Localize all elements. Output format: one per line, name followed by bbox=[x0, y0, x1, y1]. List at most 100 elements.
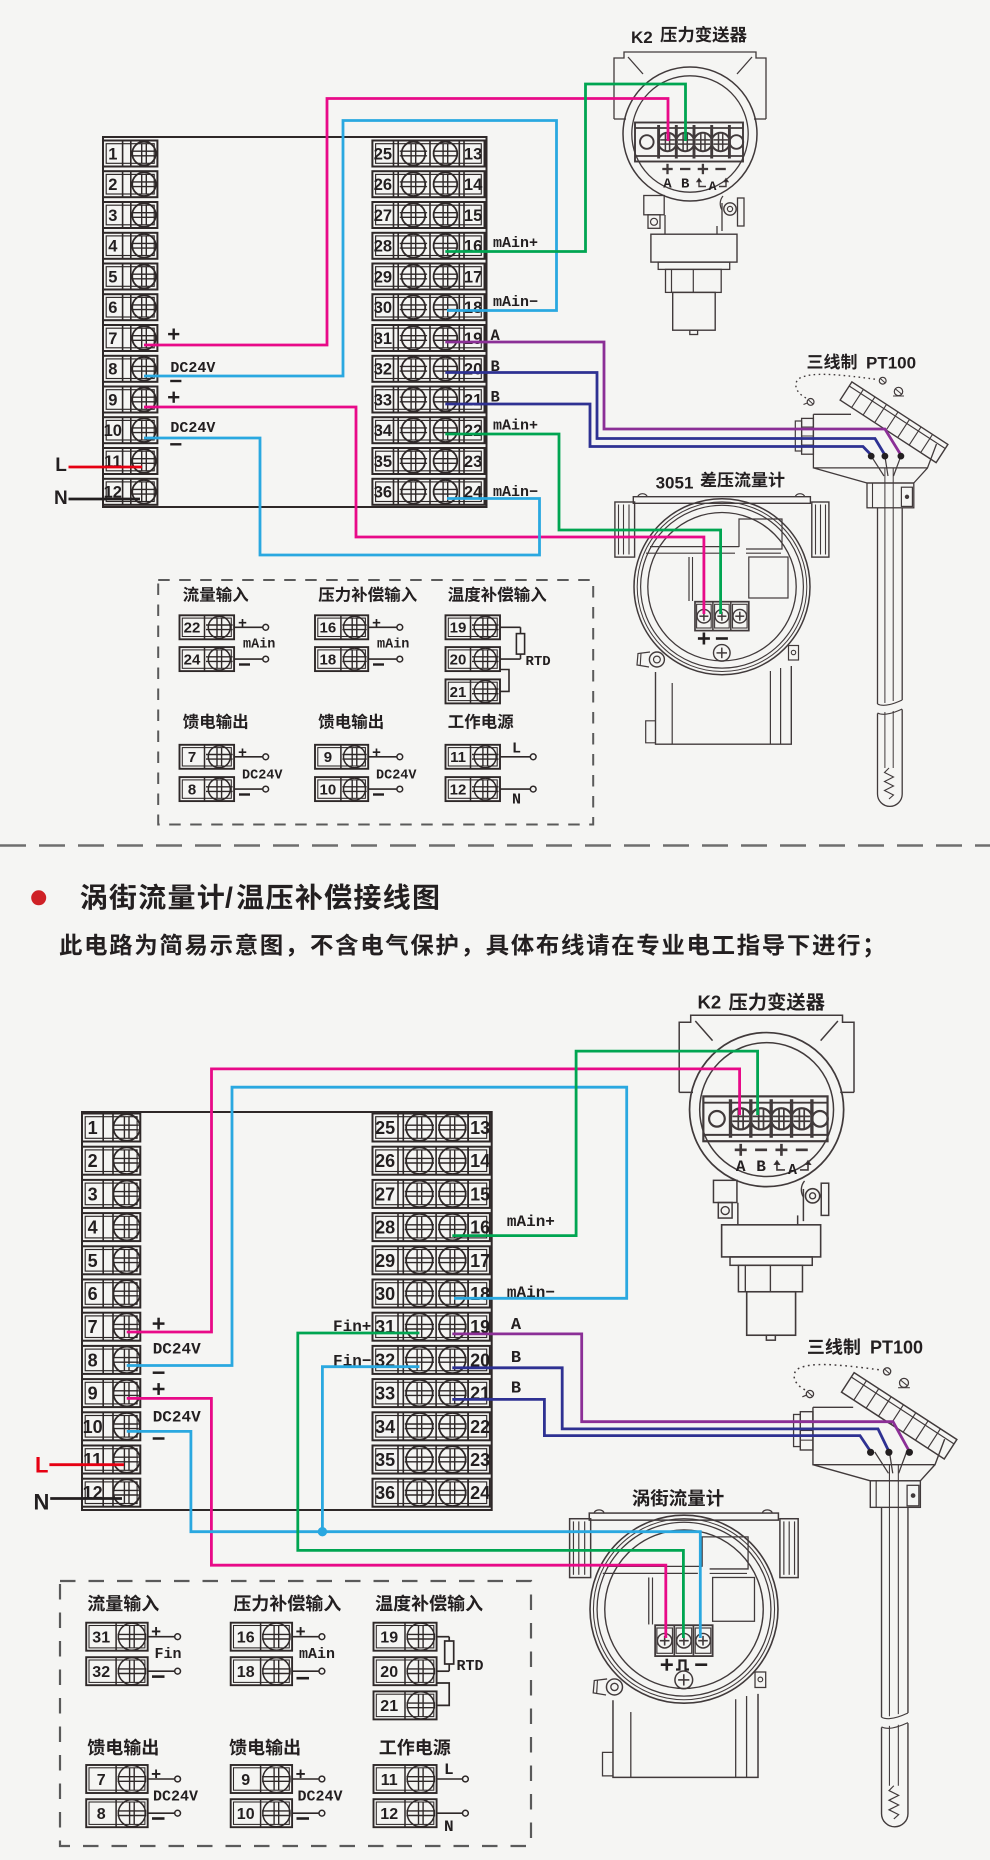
svg-text:DC24V: DC24V bbox=[170, 420, 215, 437]
svg-text:35: 35 bbox=[374, 453, 392, 471]
svg-text:20: 20 bbox=[470, 1350, 490, 1370]
svg-text:16: 16 bbox=[464, 238, 482, 256]
svg-text:K2: K2 bbox=[698, 992, 722, 1013]
svg-text:22: 22 bbox=[184, 620, 201, 637]
svg-text:33: 33 bbox=[375, 1384, 395, 1404]
svg-text:4: 4 bbox=[88, 1218, 98, 1238]
svg-text:22: 22 bbox=[470, 1417, 490, 1437]
svg-text:L: L bbox=[55, 455, 67, 476]
svg-text:31: 31 bbox=[92, 1630, 110, 1647]
svg-text:11: 11 bbox=[381, 1772, 398, 1789]
svg-text:7: 7 bbox=[108, 330, 117, 348]
svg-text:30: 30 bbox=[375, 1284, 395, 1304]
svg-text:A: A bbox=[511, 1316, 522, 1335]
svg-text:mAin+: mAin+ bbox=[493, 235, 538, 252]
svg-text:10: 10 bbox=[104, 422, 122, 440]
svg-text:12: 12 bbox=[450, 782, 467, 799]
svg-text:21: 21 bbox=[464, 391, 482, 409]
svg-text:10: 10 bbox=[320, 782, 337, 799]
svg-text:14: 14 bbox=[470, 1151, 490, 1171]
svg-text:B: B bbox=[491, 358, 500, 376]
svg-text:PT100: PT100 bbox=[870, 1338, 923, 1358]
svg-text:/: / bbox=[225, 882, 233, 914]
svg-text:16: 16 bbox=[470, 1218, 490, 1238]
svg-text:14: 14 bbox=[464, 176, 483, 194]
svg-text:28: 28 bbox=[375, 1218, 395, 1238]
svg-text:30: 30 bbox=[374, 299, 392, 317]
svg-text:18: 18 bbox=[237, 1664, 255, 1681]
svg-text:DC24V: DC24V bbox=[170, 360, 215, 377]
svg-text:33: 33 bbox=[374, 391, 392, 409]
svg-text:8: 8 bbox=[97, 1806, 106, 1823]
svg-text:mAin: mAin bbox=[377, 637, 409, 652]
svg-text:5: 5 bbox=[88, 1251, 98, 1271]
svg-text:+: + bbox=[151, 1766, 161, 1785]
svg-text:20: 20 bbox=[450, 652, 467, 669]
svg-text:16: 16 bbox=[320, 620, 337, 637]
svg-text:mAin+: mAin+ bbox=[507, 1213, 555, 1231]
svg-text:26: 26 bbox=[375, 1151, 395, 1171]
svg-text:29: 29 bbox=[374, 268, 392, 286]
svg-text:13: 13 bbox=[470, 1118, 490, 1138]
svg-text:21: 21 bbox=[450, 684, 467, 701]
svg-text:34: 34 bbox=[374, 422, 393, 440]
svg-text:24: 24 bbox=[470, 1483, 490, 1503]
svg-text:RTD: RTD bbox=[457, 1658, 484, 1675]
svg-text:18: 18 bbox=[320, 652, 337, 669]
svg-text:24: 24 bbox=[184, 652, 201, 669]
svg-text:18: 18 bbox=[464, 299, 482, 317]
svg-text:RTD: RTD bbox=[526, 654, 551, 670]
svg-text:9: 9 bbox=[324, 749, 332, 766]
svg-text:7: 7 bbox=[97, 1772, 106, 1789]
svg-text:31: 31 bbox=[374, 330, 392, 348]
svg-text:20: 20 bbox=[380, 1664, 398, 1681]
svg-text:20: 20 bbox=[464, 361, 482, 379]
svg-text:25: 25 bbox=[375, 1118, 395, 1138]
svg-text:DC24V: DC24V bbox=[153, 1789, 198, 1806]
svg-text:19: 19 bbox=[464, 330, 482, 348]
svg-text:17: 17 bbox=[470, 1251, 490, 1271]
svg-text:mAin: mAin bbox=[299, 1646, 335, 1663]
svg-text:mAin: mAin bbox=[243, 637, 275, 652]
svg-text:1: 1 bbox=[108, 145, 117, 163]
svg-text:13: 13 bbox=[464, 145, 482, 163]
svg-text:B: B bbox=[511, 1349, 521, 1368]
svg-text:5: 5 bbox=[108, 268, 117, 286]
svg-text:12: 12 bbox=[83, 1483, 103, 1503]
svg-text:8: 8 bbox=[108, 361, 117, 379]
svg-text:B: B bbox=[491, 389, 500, 407]
svg-text:8: 8 bbox=[188, 782, 196, 799]
svg-text:25: 25 bbox=[374, 145, 392, 163]
svg-text:DC24V: DC24V bbox=[298, 1789, 343, 1806]
svg-text:22: 22 bbox=[464, 422, 482, 440]
svg-text:9: 9 bbox=[108, 391, 117, 409]
svg-text:3: 3 bbox=[88, 1184, 98, 1204]
svg-text:18: 18 bbox=[470, 1284, 490, 1304]
svg-text:Fin: Fin bbox=[155, 1646, 182, 1663]
svg-text:6: 6 bbox=[88, 1284, 98, 1304]
svg-text:12: 12 bbox=[104, 484, 122, 502]
svg-text:mAin−: mAin− bbox=[493, 484, 538, 501]
svg-text:+: + bbox=[296, 1624, 306, 1643]
svg-text:N: N bbox=[54, 488, 68, 509]
svg-text:3051: 3051 bbox=[656, 474, 694, 493]
svg-text:K2: K2 bbox=[631, 28, 653, 47]
svg-text:15: 15 bbox=[464, 207, 482, 225]
svg-text:L: L bbox=[444, 1761, 454, 1779]
svg-text:12: 12 bbox=[380, 1806, 398, 1823]
svg-text:2: 2 bbox=[88, 1151, 98, 1171]
svg-text:28: 28 bbox=[374, 238, 392, 256]
svg-text:7: 7 bbox=[188, 749, 196, 766]
svg-text:17: 17 bbox=[464, 268, 482, 286]
svg-text:4: 4 bbox=[108, 238, 118, 256]
svg-text:+: + bbox=[238, 745, 247, 762]
svg-text:6: 6 bbox=[108, 299, 117, 317]
svg-text:DC24V: DC24V bbox=[153, 1341, 201, 1359]
svg-text:29: 29 bbox=[375, 1251, 395, 1271]
svg-text:23: 23 bbox=[464, 453, 482, 471]
svg-text:8: 8 bbox=[88, 1350, 98, 1370]
svg-text:10: 10 bbox=[237, 1806, 255, 1823]
svg-text:DC24V: DC24V bbox=[153, 1409, 201, 1427]
svg-text:B: B bbox=[511, 1380, 521, 1399]
svg-text:23: 23 bbox=[470, 1450, 490, 1470]
